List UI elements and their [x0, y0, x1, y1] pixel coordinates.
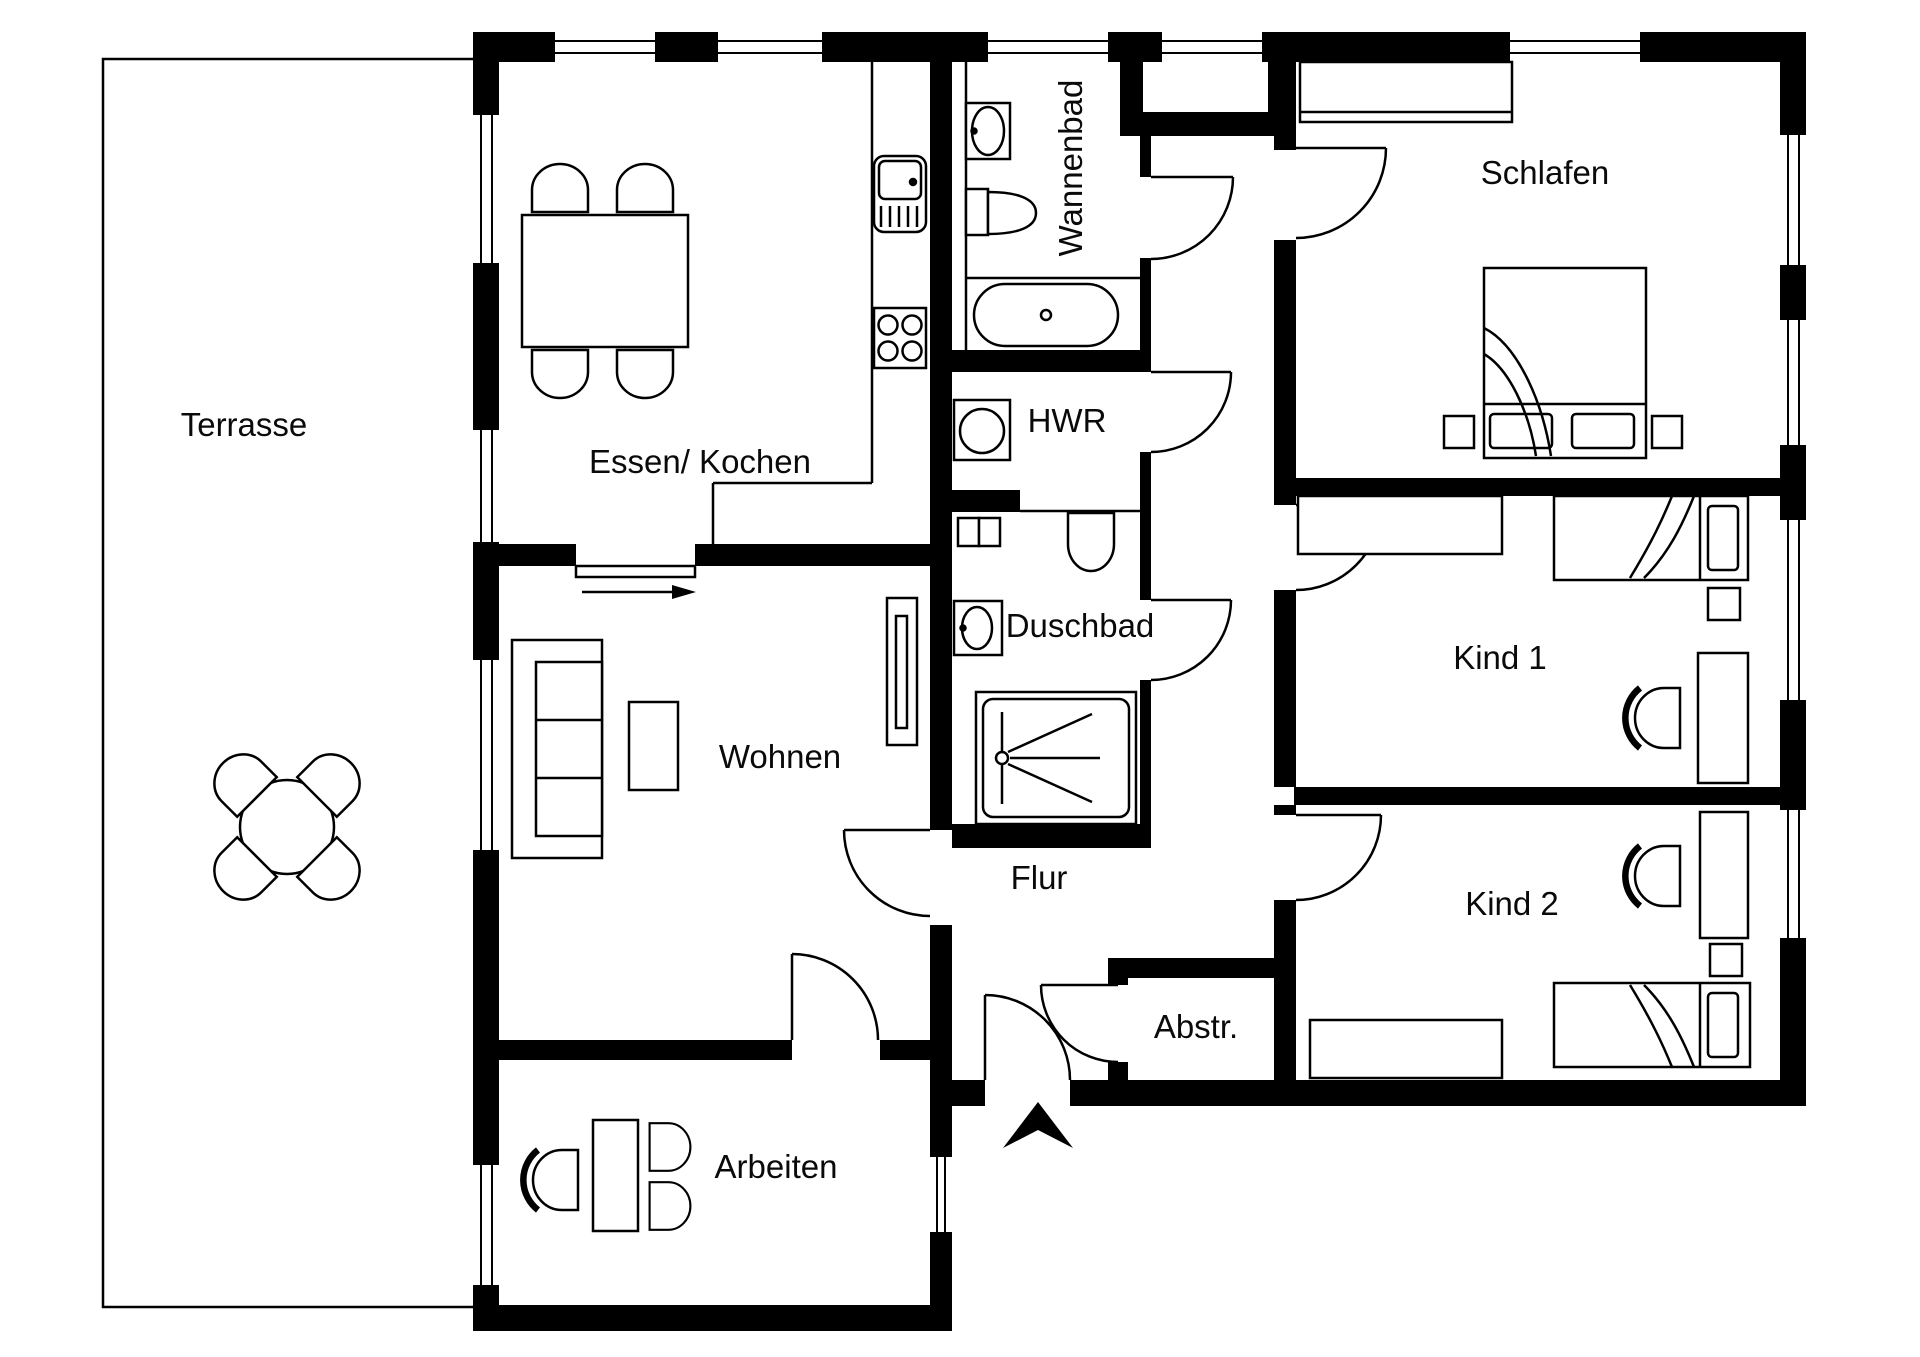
door-kind2 [1295, 813, 1383, 902]
entrance-arrow [1003, 1102, 1073, 1148]
kitchen-sink [872, 154, 928, 234]
pillow [1706, 504, 1740, 572]
wardrobe [1296, 494, 1504, 556]
door-abstellraum [1039, 983, 1119, 1064]
door-wannenbad [1150, 175, 1235, 261]
single-bed [1552, 494, 1750, 582]
label-schlafen: Schlafen [1481, 154, 1609, 191]
bath-sink [964, 101, 1012, 161]
window [473, 660, 499, 850]
room-labels: Terrasse Essen/ Kochen Wannenbad Schlafe… [181, 80, 1609, 1185]
blanket-fold [1483, 326, 1553, 457]
wall-hung-toilet [1066, 511, 1116, 573]
shaft [956, 516, 981, 548]
desk [591, 1118, 640, 1233]
arbeiten-furniture [523, 1118, 692, 1233]
dining-chair [615, 162, 675, 214]
blanket-fold [1628, 984, 1674, 1068]
nightstand [1708, 942, 1744, 978]
tv-board [885, 596, 919, 747]
window [1780, 320, 1806, 445]
nightstand [1650, 414, 1684, 450]
door-duschbad [1150, 598, 1233, 682]
window [988, 32, 1108, 62]
sofa [510, 638, 604, 860]
label-arbeiten: Arbeiten [715, 1148, 838, 1185]
window [473, 115, 499, 263]
nightstand [1706, 586, 1742, 622]
window [1780, 520, 1806, 700]
shower [974, 690, 1138, 826]
door-arbeiten [790, 952, 880, 1041]
wannenbad-fixtures [964, 101, 1120, 348]
blanket-fold [1483, 352, 1538, 457]
nightstand [1442, 414, 1476, 450]
label-essen-kochen: Essen/ Kochen [589, 443, 811, 480]
blanket-fold [1643, 495, 1696, 579]
door-entrance [983, 993, 1072, 1081]
kitchen-stove [872, 306, 928, 370]
double-bed [1482, 266, 1648, 460]
window [930, 1157, 952, 1232]
wardrobe [1298, 60, 1514, 124]
door-hwr [1150, 370, 1233, 454]
window [718, 32, 822, 62]
wardrobe [1308, 1018, 1504, 1080]
label-wohnen: Wohnen [719, 738, 841, 775]
desk [1698, 810, 1750, 940]
dining-chair [530, 162, 590, 214]
blanket-fold [1643, 984, 1696, 1068]
window [1162, 32, 1262, 62]
washing-machine [952, 398, 1012, 462]
terrace-round-table [238, 778, 336, 876]
label-terrasse: Terrasse [181, 406, 308, 443]
kind1-furniture [1296, 494, 1750, 785]
desk [1696, 651, 1750, 785]
label-flur: Flur [1011, 859, 1068, 896]
door-wohnen [842, 828, 931, 918]
dining-chair [530, 348, 590, 400]
pillow [1706, 991, 1740, 1059]
wohnen-furniture [510, 596, 919, 860]
dining-chair [615, 348, 675, 400]
label-hwr: HWR [1028, 402, 1107, 439]
walls [473, 32, 1806, 1331]
pillow [1488, 412, 1554, 450]
window [473, 1165, 499, 1285]
shower-sink [952, 599, 1004, 657]
shaft [977, 516, 1002, 548]
label-wannenbad: Wannenbad [1052, 80, 1089, 257]
coffee-table [627, 700, 680, 792]
window [555, 32, 655, 62]
sliding-door [574, 564, 697, 599]
window [1780, 135, 1806, 265]
pillow [1570, 412, 1636, 450]
label-kind2: Kind 2 [1465, 885, 1559, 922]
bathtub [972, 282, 1120, 348]
duschbad-fixtures [952, 511, 1138, 826]
visitor-chair [648, 1122, 692, 1172]
schlafen-furniture [1298, 60, 1684, 460]
windows [473, 32, 1806, 1285]
visitor-chair [648, 1181, 692, 1231]
door-schlafen [1295, 146, 1388, 240]
single-bed [1552, 981, 1752, 1069]
window [1510, 32, 1640, 62]
window [1780, 810, 1806, 938]
dining-table [520, 213, 690, 349]
window [473, 430, 499, 542]
hwr-fixtures [952, 398, 1012, 462]
label-abstr: Abstr. [1154, 1008, 1238, 1045]
label-duschbad: Duschbad [1006, 607, 1155, 644]
label-kind1: Kind 1 [1453, 639, 1547, 676]
toilet [964, 187, 1038, 237]
sliding-direction-arrow [672, 585, 696, 599]
kind2-furniture [1308, 810, 1752, 1080]
dining-kitchen-furniture [520, 154, 928, 400]
blanket-fold [1628, 495, 1674, 579]
